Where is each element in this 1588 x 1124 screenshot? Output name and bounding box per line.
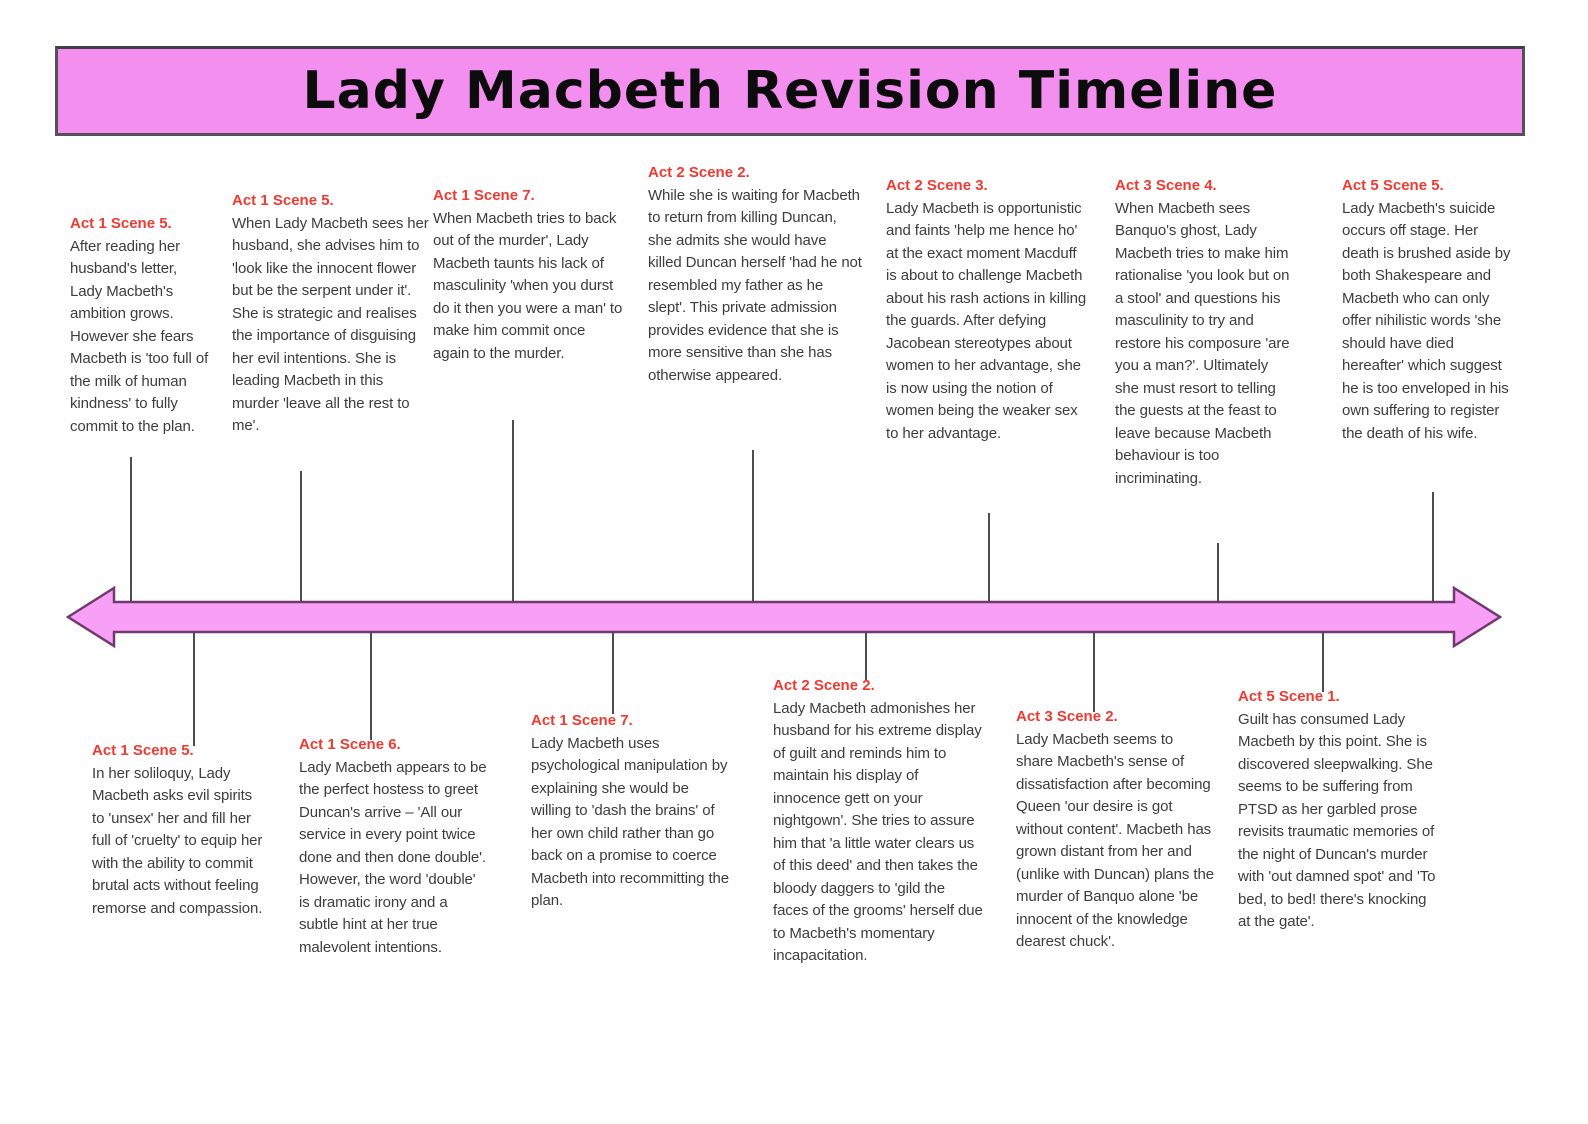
- connector-line: [865, 632, 867, 680]
- event-top-act3-scene4: Act 3 Scene 4. When Macbeth sees Banquo'…: [1115, 175, 1295, 490]
- event-heading: Act 1 Scene 5.: [70, 215, 172, 232]
- connector-line: [300, 471, 302, 602]
- connector-line: [1322, 632, 1324, 692]
- event-body: Lady Macbeth's suicide occurs off stage.…: [1342, 199, 1511, 442]
- timeline-arrow-shape: [66, 586, 1502, 649]
- event-body: Lady Macbeth is opportunistic and faints…: [886, 199, 1087, 442]
- connector-line: [988, 513, 990, 602]
- event-bottom-act1-scene7: Act 1 Scene 7. Lady Macbeth uses psychol…: [531, 710, 733, 913]
- event-heading: Act 3 Scene 2.: [1016, 708, 1118, 725]
- event-top-act5-scene5: Act 5 Scene 5. Lady Macbeth's suicide oc…: [1342, 175, 1512, 445]
- event-bottom-act1-scene6: Act 1 Scene 6. Lady Macbeth appears to b…: [299, 734, 487, 959]
- event-top-act2-scene3: Act 2 Scene 3. Lady Macbeth is opportuni…: [886, 175, 1091, 445]
- event-bottom-act3-scene2: Act 3 Scene 2. Lady Macbeth seems to sha…: [1016, 706, 1214, 954]
- connector-line: [1217, 543, 1219, 602]
- event-heading: Act 2 Scene 3.: [886, 177, 988, 194]
- connector-line: [193, 632, 195, 746]
- event-top-act1-scene5b: Act 1 Scene 5. When Lady Macbeth sees he…: [232, 190, 430, 438]
- connector-line: [612, 632, 614, 714]
- event-body: While she is waiting for Macbeth to retu…: [648, 186, 862, 384]
- event-body: Lady Macbeth seems to share Macbeth's se…: [1016, 730, 1214, 951]
- event-top-act1-scene5a: Act 1 Scene 5. After reading her husband…: [70, 213, 210, 438]
- event-heading: Act 2 Scene 2.: [648, 164, 750, 181]
- event-heading: Act 3 Scene 4.: [1115, 177, 1217, 194]
- event-body: Lady Macbeth uses psychological manipula…: [531, 734, 730, 910]
- event-body: When Lady Macbeth sees her husband, she …: [232, 214, 429, 435]
- event-bottom-act1-scene5: Act 1 Scene 5. In her soliloquy, Lady Ma…: [92, 740, 264, 920]
- event-heading: Act 1 Scene 5.: [92, 742, 194, 759]
- event-top-act1-scene7: Act 1 Scene 7. When Macbeth tries to bac…: [433, 185, 625, 365]
- connector-line: [752, 450, 754, 602]
- event-heading: Act 1 Scene 5.: [232, 192, 334, 209]
- timeline-arrow: [66, 586, 1502, 649]
- event-heading: Act 5 Scene 1.: [1238, 688, 1340, 705]
- event-top-act2-scene2: Act 2 Scene 2. While she is waiting for …: [648, 162, 863, 387]
- event-body: Lady Macbeth appears to be the perfect h…: [299, 758, 487, 956]
- connector-line: [1093, 632, 1095, 712]
- event-heading: Act 1 Scene 6.: [299, 736, 401, 753]
- title-banner: Lady Macbeth Revision Timeline: [55, 46, 1525, 136]
- event-body: Lady Macbeth admonishes her husband for …: [773, 699, 983, 965]
- event-body: When Macbeth sees Banquo's ghost, Lady M…: [1115, 199, 1290, 487]
- connector-line: [130, 457, 132, 602]
- event-heading: Act 1 Scene 7.: [433, 187, 535, 204]
- event-body: Guilt has consumed Lady Macbeth by this …: [1238, 710, 1436, 931]
- event-bottom-act2-scene2: Act 2 Scene 2. Lady Macbeth admonishes h…: [773, 675, 983, 968]
- connector-line: [512, 420, 514, 602]
- connector-line: [1432, 492, 1434, 602]
- page-title: Lady Macbeth Revision Timeline: [302, 61, 1278, 121]
- event-body: In her soliloquy, Lady Macbeth asks evil…: [92, 764, 263, 917]
- event-body: After reading her husband's letter, Lady…: [70, 237, 209, 435]
- event-bottom-act5-scene1: Act 5 Scene 1. Guilt has consumed Lady M…: [1238, 686, 1436, 934]
- event-body: When Macbeth tries to back out of the mu…: [433, 209, 623, 362]
- connector-line: [370, 632, 372, 740]
- event-heading: Act 5 Scene 5.: [1342, 177, 1444, 194]
- event-heading: Act 1 Scene 7.: [531, 712, 633, 729]
- event-heading: Act 2 Scene 2.: [773, 677, 875, 694]
